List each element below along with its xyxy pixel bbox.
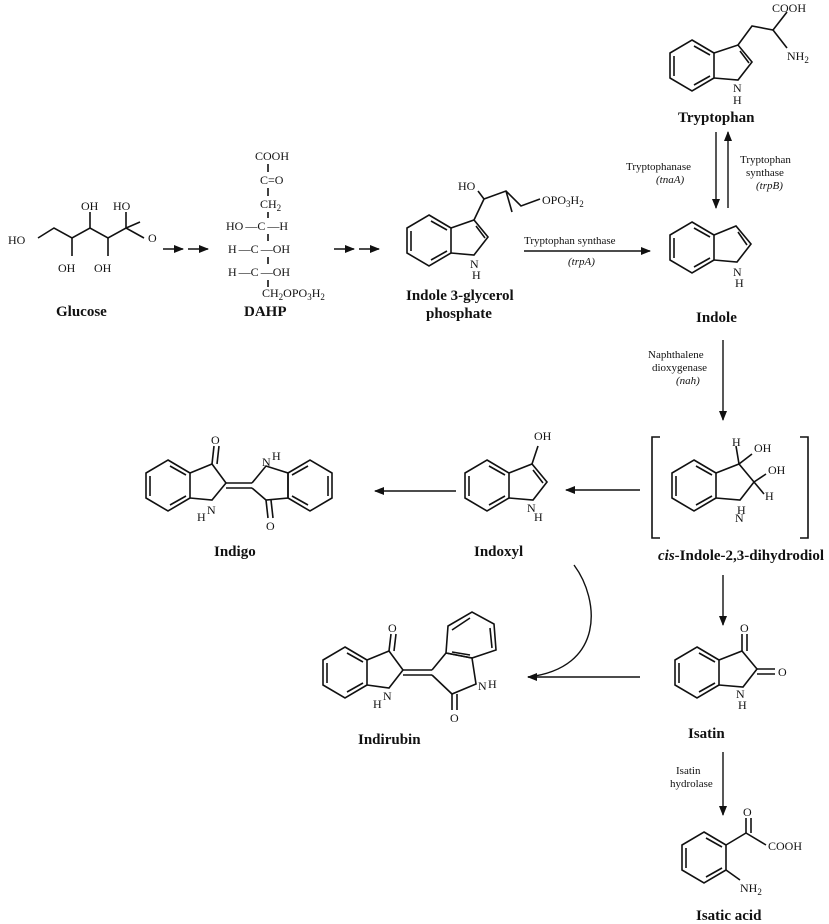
isatin-name: Isatin (688, 726, 725, 742)
isatin-o1: O (740, 621, 749, 635)
glucose-oh2: HO (113, 199, 131, 213)
indigo-nh1: N (207, 503, 216, 517)
isatic-acid-name: Isatic acid (696, 908, 762, 924)
dihydrodiol-name: cis-Indole-2,3-dihydrodiol (658, 548, 824, 564)
isatin-n: N (736, 687, 745, 701)
indirubin-h2: H (488, 677, 497, 691)
diol-h3: H (737, 503, 746, 517)
isatic-cooh: COOH (768, 839, 802, 853)
isatin-structure: O O N H (674, 621, 787, 712)
indirubin-structure: O O N H N H (322, 611, 497, 725)
dahp-cooh: COOH (255, 149, 289, 163)
dihydrodiol-structure: H OH OH H H N (651, 435, 809, 539)
indole-n: N (733, 265, 742, 279)
isatic-nh2: NH2 (740, 881, 762, 897)
isatin-nh: H (738, 698, 747, 712)
glucose-structure: O HO OH HO OH OH (8, 199, 157, 275)
diol-oh2: OH (768, 463, 786, 477)
isatic-o: O (743, 805, 752, 819)
indigo-name: Indigo (214, 544, 256, 560)
igp-n: N (470, 257, 479, 271)
indoxyl-curved-arrow (527, 564, 592, 678)
diol-n: N (735, 511, 744, 525)
trp-synthase-a-label: Tryptophan synthase (524, 235, 616, 247)
indoxyl-nh: H (534, 510, 543, 524)
igp-name-1: Indole 3-glycerol (406, 288, 514, 304)
igp-structure: HO OPO3H2 N H (406, 179, 584, 282)
trpB-label: (trpB) (756, 180, 783, 192)
dahp-ch2: CH2 (260, 197, 281, 213)
indigo-o1: O (211, 433, 220, 447)
indigo-h1: H (197, 510, 206, 524)
indole-name: Indole (696, 310, 737, 326)
glucose-o: O (148, 231, 157, 245)
diol-h2: H (765, 489, 774, 503)
trp-synthase-b-label2: synthase (746, 167, 784, 179)
indirubin-h1: H (373, 697, 382, 711)
glucose-name: Glucose (56, 304, 107, 320)
isatin-hyd-label-1: Isatin (676, 765, 701, 777)
igp-ho: HO (458, 179, 476, 193)
indigo-o2: O (266, 519, 275, 533)
dahp-c-eq-o: C=O (260, 173, 284, 187)
indigo-structure: O O N H N H (145, 433, 333, 533)
isatin-o2: O (778, 665, 787, 679)
indole-nh: H (735, 276, 744, 290)
indirubin-o2: O (450, 711, 459, 725)
nah-label: (nah) (676, 375, 700, 387)
naph-label-2: dioxygenase (652, 362, 707, 374)
glucose-oh1: OH (81, 199, 99, 213)
diol-oh1: OH (754, 441, 772, 455)
isatin-hyd-label-2: hydrolase (670, 778, 713, 790)
dahp-ho-c-h: HO—C—H (226, 219, 288, 233)
naph-label-1: Naphthalene (648, 349, 704, 361)
nh2-label: NH2 (787, 49, 809, 65)
indigo-h2: H (272, 449, 281, 463)
diol-h1: H (732, 435, 741, 449)
isatic-acid-structure: O COOH NH2 (681, 805, 802, 897)
glucose-oh4: OH (94, 261, 112, 275)
glucose-ho1: HO (8, 233, 26, 247)
indoxyl-n: N (527, 501, 536, 515)
indoxyl-oh: OH (534, 429, 552, 443)
indirubin-name: Indirubin (358, 732, 421, 748)
nh-h-label: H (733, 93, 742, 107)
trpA-label: (trpA) (568, 256, 595, 268)
dahp-name: DAHP (244, 304, 287, 320)
dahp-h-c-oh-2: H—C—OH (228, 265, 290, 279)
indoxyl-structure: OH N H (464, 429, 552, 524)
tnaA-label: (tnaA) (656, 174, 684, 186)
tryptophan-name: Tryptophan (678, 110, 755, 126)
dahp-ch2opo3h2: CH2OPO3H2 (262, 286, 325, 302)
tryptophan-structure: COOH NH2 N H (669, 1, 809, 107)
indirubin-o1: O (388, 621, 397, 635)
dahp-h-c-oh-1: H—C—OH (228, 242, 290, 256)
igp-name-2: phosphate (426, 306, 492, 322)
indigo-nh2: N (262, 455, 271, 469)
nh-label: N (733, 81, 742, 95)
cooh-label: COOH (772, 1, 806, 15)
igp-nh: H (472, 268, 481, 282)
indirubin-n1: N (383, 689, 392, 703)
dahp-structure: COOH C=O CH2 HO—C—H H—C—OH H—C—OH CH2OPO… (226, 149, 325, 302)
glucose-oh3: OH (58, 261, 76, 275)
indoxyl-name: Indoxyl (474, 544, 523, 560)
indirubin-n2: N (478, 679, 487, 693)
tryptophanase-label: Tryptophanase (626, 161, 691, 173)
indole-structure: N H (669, 221, 753, 290)
trp-synthase-b-label1: Tryptophan (740, 154, 791, 166)
igp-opo3h2: OPO3H2 (542, 193, 584, 209)
